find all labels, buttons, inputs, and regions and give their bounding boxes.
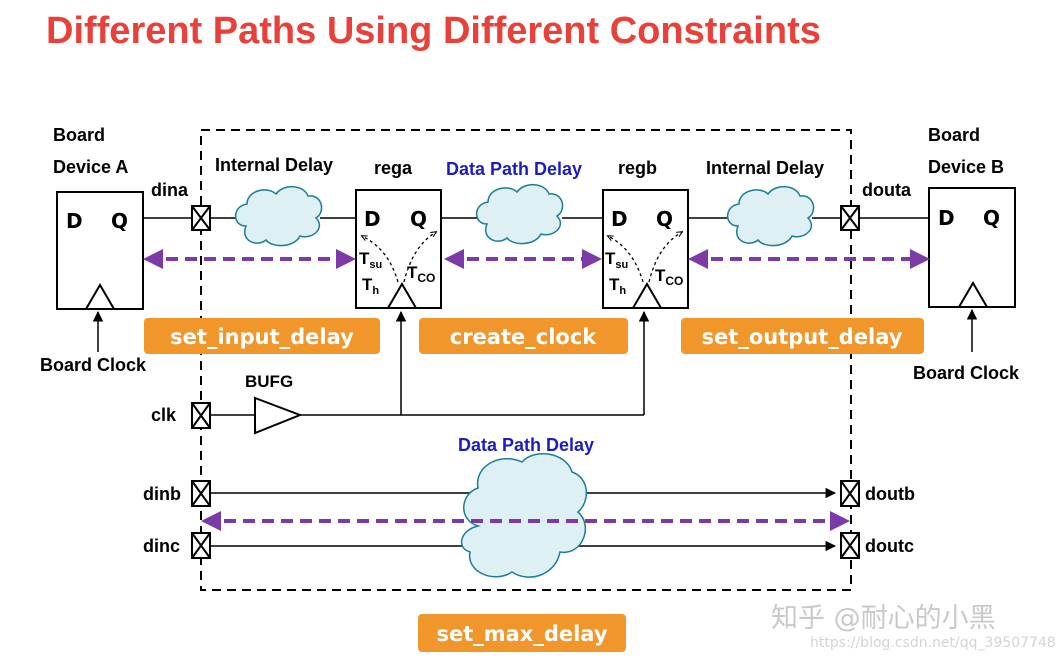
rega-label: rega: [374, 158, 413, 178]
board-b-label-line1: Board: [928, 125, 980, 145]
rega-tsu: Tsu: [359, 249, 382, 271]
rega-clock-triangle: [387, 282, 417, 309]
rega-setup-hold-arrow: [362, 236, 399, 283]
watermark-main: 知乎 @耐心的小黑: [771, 603, 996, 634]
internal-delay-left-label: Internal Delay: [215, 155, 333, 175]
port-clk-pad: [191, 402, 211, 429]
regb-clock-triangle: [632, 282, 662, 309]
bottom-path-wires: [210, 487, 837, 552]
board-device-b: Board Device B D Q Board Clock: [913, 125, 1020, 383]
rega-pin-d: D: [364, 207, 381, 231]
svg-text:set_input_delay: set_input_delay: [170, 325, 354, 349]
port-dina-label: dina: [151, 180, 189, 200]
board-b-clock-triangle: [958, 281, 988, 308]
register-regb: regb D Q Tsu Th TCO: [602, 158, 689, 309]
regb-pin-d: D: [611, 207, 628, 231]
internal-delay-right-cloud: [726, 186, 815, 247]
board-a-pin-q: Q: [111, 209, 128, 233]
board-a-pin-d: D: [66, 209, 83, 233]
bufg-triangle: [254, 396, 303, 435]
port-douta-pad: [840, 205, 860, 231]
port-dinb-label: dinb: [143, 484, 181, 504]
clock-tree: clk BUFG: [151, 310, 650, 435]
internal-delay-left-cloud: [234, 186, 323, 247]
tag-set-max-delay: set_max_delay: [418, 614, 626, 652]
board-b-pin-q: Q: [983, 206, 1000, 230]
port-dina-pad: [191, 205, 211, 231]
regb-tco: TCO: [655, 266, 683, 288]
board-b-flipflop: [928, 187, 1016, 308]
board-device-a: Board Device A D Q Board Clock: [40, 125, 147, 375]
svg-text:create_clock: create_clock: [450, 325, 598, 349]
internal-delay-right-label: Internal Delay: [706, 158, 824, 178]
port-clk-label: clk: [151, 405, 177, 425]
port-doutb-label: doutb: [865, 484, 915, 504]
data-path-delay-bottom-cloud: [460, 453, 587, 578]
tag-set-input-delay: set_input_delay: [144, 318, 380, 354]
tag-create-clock: create_clock: [419, 318, 628, 354]
port-doutc-label: doutc: [865, 536, 914, 556]
regb-pin-q: Q: [656, 207, 673, 231]
rega-tco: TCO: [407, 263, 435, 285]
board-b-pin-d: D: [938, 206, 955, 230]
board-b-label-line2: Device B: [928, 157, 1004, 177]
board-a-label-line2: Device A: [53, 157, 128, 177]
svg-text:set_output_delay: set_output_delay: [702, 325, 903, 349]
tag-set-output-delay: set_output_delay: [681, 318, 924, 354]
page-title: Different Paths Using Different Constrai…: [46, 10, 821, 52]
board-a-flipflop: [56, 191, 144, 310]
port-dinc-label: dinc: [143, 536, 180, 556]
watermark-url: https://blog.csdn.net/qq_39507748: [810, 635, 1056, 651]
regb-th: Th: [609, 275, 626, 297]
port-douta-label: douta: [862, 180, 912, 200]
board-a-label-line1: Board: [53, 125, 105, 145]
port-dinb-pad: [191, 480, 211, 507]
board-a-clock-triangle: [85, 283, 115, 310]
regb-setup-hold-arrow: [608, 236, 644, 283]
regb-tsu: Tsu: [605, 249, 628, 271]
svg-text:set_max_delay: set_max_delay: [436, 622, 607, 646]
board-b-clock-label: Board Clock: [913, 363, 1020, 383]
regb-label: regb: [618, 158, 657, 178]
register-rega: rega D Q Tsu Th TCO: [355, 158, 442, 309]
data-path-delay-bottom-label: Data Path Delay: [458, 435, 594, 455]
rega-th: Th: [362, 275, 379, 297]
port-doutc-pad: [840, 532, 860, 559]
port-dinc-pad: [191, 532, 211, 559]
bufg-label: BUFG: [245, 372, 293, 391]
data-path-delay-top-cloud: [475, 184, 564, 245]
port-doutb-pad: [840, 480, 860, 507]
rega-clock-to-out-arrow: [403, 232, 436, 283]
regb-clock-to-out-arrow: [648, 232, 682, 283]
data-path-delay-top-label: Data Path Delay: [446, 159, 582, 179]
rega-pin-q: Q: [410, 207, 427, 231]
board-a-clock-label: Board Clock: [40, 355, 147, 375]
